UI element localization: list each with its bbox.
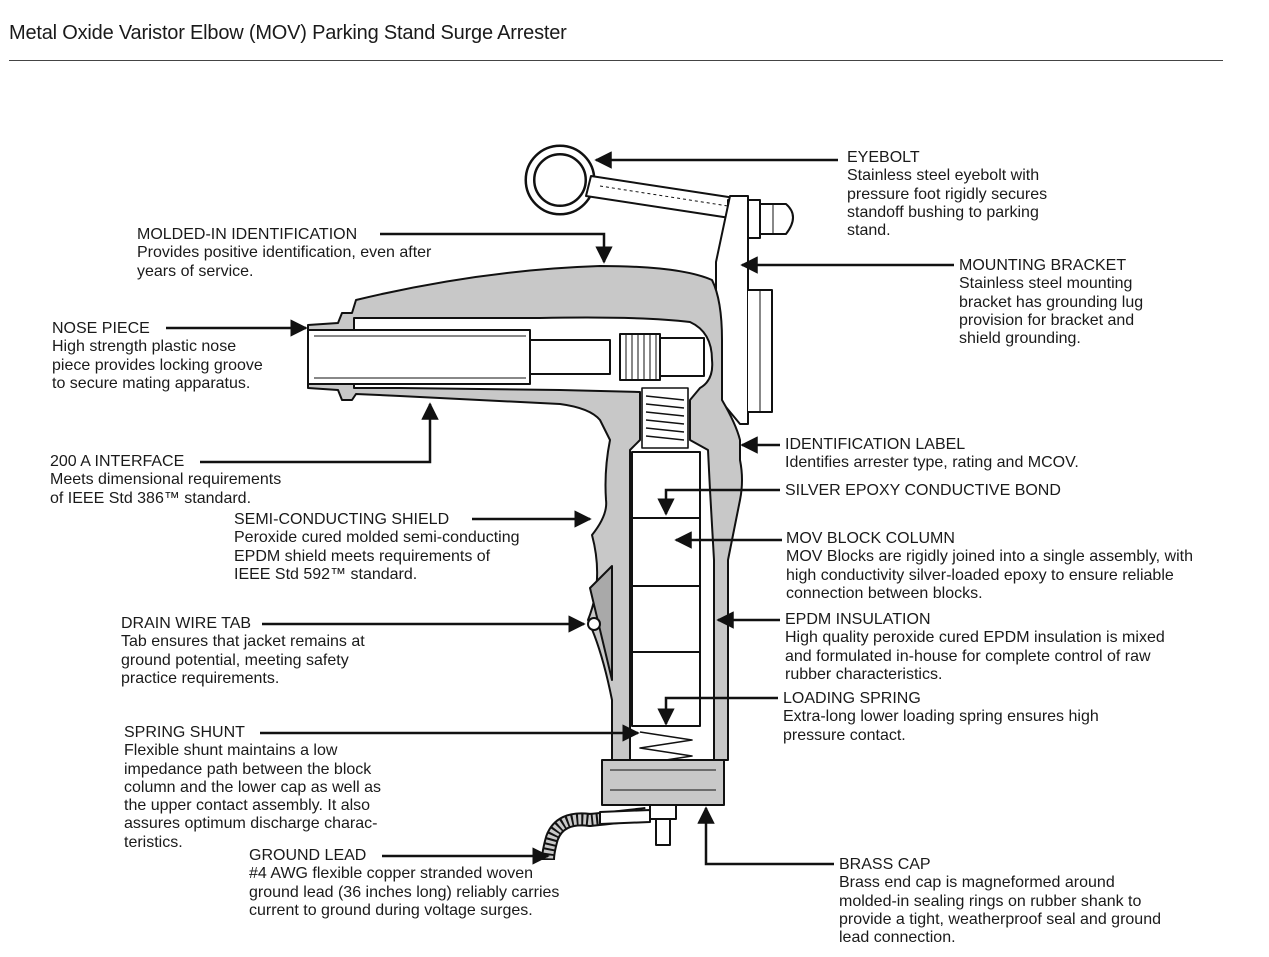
callout-line: ground lead (36 inches long) reliably ca… [249, 883, 560, 901]
callout-heading: LOADING SPRING [783, 690, 921, 707]
callout-line: current to ground during voltage surges. [249, 901, 533, 919]
upper-spring-part [641, 387, 689, 449]
callout-line: molded-in sealing rings on rubber shank … [839, 892, 1142, 910]
callout-line: ground potential, meeting safety [121, 651, 349, 669]
mounting-bracket-part [715, 195, 773, 425]
callout-line: column and the lower cap as well as [124, 778, 382, 796]
leader-molded-in-identification [380, 232, 613, 264]
page-title: Metal Oxide Varistor Elbow (MOV) Parking… [9, 22, 567, 44]
callout-line: Stainless steel mounting [959, 275, 1133, 293]
callout-line: provide a tight, weatherproof seal and g… [839, 910, 1161, 928]
callout-heading: MOUNTING BRACKET [959, 257, 1127, 274]
callout-line: Tab ensures that jacket remains at [121, 633, 365, 651]
callout-heading: BRASS CAP [839, 856, 931, 873]
callout-line: High strength plastic nose [52, 338, 237, 356]
callout-silver-epoxy: SILVER EPOXY CONDUCTIVE BOND [785, 482, 1061, 500]
callout-line: and formulated in-house for complete con… [785, 647, 1151, 665]
callout-line: Peroxide cured molded semi-conducting [234, 529, 520, 547]
callout-heading: SPRING SHUNT [124, 724, 245, 741]
callout-identification-label: IDENTIFICATION LABEL Identifies arrester… [785, 436, 1079, 473]
brass-cap-part [601, 759, 725, 846]
callout-loading-spring: LOADING SPRING Extra-long lower loading … [783, 690, 1099, 745]
leader-200a-interface [200, 402, 439, 464]
title-rule [9, 60, 1223, 61]
callout-semi-conducting-shield: SEMI-CONDUCTING SHIELD Peroxide cured mo… [234, 511, 519, 584]
arrester-illustration [307, 144, 794, 861]
drain-wire-tab-part [587, 565, 613, 681]
callout-line: Identifies arrester type, rating and MCO… [785, 454, 1079, 472]
callout-line: provision for bracket and [959, 311, 1135, 329]
ground-lead-part [541, 807, 651, 861]
leader-brass-cap [697, 806, 834, 866]
callout-line: IEEE Std 592™ standard. [234, 565, 418, 583]
callout-molded-in-identification: MOLDED-IN IDENTIFICATION Provides positi… [137, 226, 431, 281]
callout-line: EPDM shield meets requirements of [234, 547, 491, 565]
callout-heading: SEMI-CONDUCTING SHIELD [234, 511, 450, 528]
callout-heading: SILVER EPOXY CONDUCTIVE BOND [785, 482, 1061, 499]
callout-line: High quality peroxide cured EPDM insulat… [785, 629, 1165, 647]
callout-line: Stainless steel eyebolt with [847, 167, 1040, 185]
callout-line: the upper contact assembly. It also [124, 797, 371, 815]
callout-line: teristics. [124, 833, 183, 851]
callout-line: #4 AWG flexible copper stranded woven [249, 865, 534, 883]
callout-line: years of service. [137, 262, 254, 280]
leader-lines [166, 151, 954, 866]
callout-spring-shunt: SPRING SHUNT Flexible shunt maintains a … [124, 724, 381, 852]
callout-line: of IEEE Std 386™ standard. [50, 489, 252, 507]
leader-loading-spring [657, 696, 778, 726]
callout-line: assures optimum discharge charac- [124, 815, 378, 833]
callout-line: bracket has grounding lug [959, 293, 1144, 311]
callout-line: pressure foot rigidly secures [847, 185, 1048, 203]
eyebolt-part [524, 144, 794, 239]
callout-heading: IDENTIFICATION LABEL [785, 436, 966, 453]
callout-brass-cap: BRASS CAP Brass end cap is magneformed a… [839, 856, 1161, 947]
callout-line: connection between blocks. [786, 584, 983, 602]
callout-line: standoff bushing to parking [847, 203, 1039, 221]
callout-line: shield grounding. [959, 330, 1081, 348]
leader-silver-epoxy [657, 488, 780, 516]
callout-heading: EYEBOLT [847, 149, 920, 166]
callout-line: Brass end cap is magneformed around [839, 874, 1115, 892]
callout-line: stand. [847, 222, 891, 240]
callout-heading: EPDM INSULATION [785, 611, 931, 628]
callout-200a-interface: 200 A INTERFACE Meets dimensional requir… [50, 453, 281, 508]
callout-line: impedance path between the block [124, 760, 372, 778]
callout-heading: MOV BLOCK COLUMN [786, 530, 955, 547]
callout-line: MOV Blocks are rigidly joined into a sin… [786, 548, 1193, 566]
callout-line: pressure contact. [783, 726, 906, 744]
callout-epdm-insulation: EPDM INSULATION High quality peroxide cu… [785, 611, 1165, 684]
callout-line: Provides positive identification, even a… [137, 244, 432, 262]
callout-heading: NOSE PIECE [52, 320, 150, 337]
callout-line: Meets dimensional requirements [50, 471, 282, 489]
callout-heading: DRAIN WIRE TAB [121, 615, 252, 632]
callout-line: Extra-long lower loading spring ensures … [783, 708, 1099, 726]
callout-line: to secure mating apparatus. [52, 374, 251, 392]
callout-drain-wire-tab: DRAIN WIRE TAB Tab ensures that jacket r… [121, 615, 365, 688]
callout-ground-lead: GROUND LEAD #4 AWG flexible copper stran… [249, 847, 559, 920]
callout-mounting-bracket: MOUNTING BRACKET Stainless steel mountin… [959, 257, 1143, 348]
callout-eyebolt: EYEBOLT Stainless steel eyebolt with pre… [847, 149, 1047, 240]
callout-line: lead connection. [839, 929, 956, 947]
callout-line: piece provides locking groove [52, 356, 263, 374]
callout-line: practice requirements. [121, 669, 280, 687]
callout-heading: GROUND LEAD [249, 847, 367, 864]
callout-heading: 200 A INTERFACE [50, 453, 185, 470]
callout-line: high conductivity silver-loaded epoxy to… [786, 566, 1174, 584]
callout-line: Flexible shunt maintains a low [124, 742, 338, 760]
nose-piece-part [307, 329, 705, 385]
callout-heading: MOLDED-IN IDENTIFICATION [137, 226, 358, 243]
callout-nose-piece: NOSE PIECE High strength plastic nose pi… [52, 320, 263, 393]
callout-line: rubber characteristics. [785, 665, 943, 683]
callout-mov-block-column: MOV BLOCK COLUMN MOV Blocks are rigidly … [786, 530, 1193, 603]
